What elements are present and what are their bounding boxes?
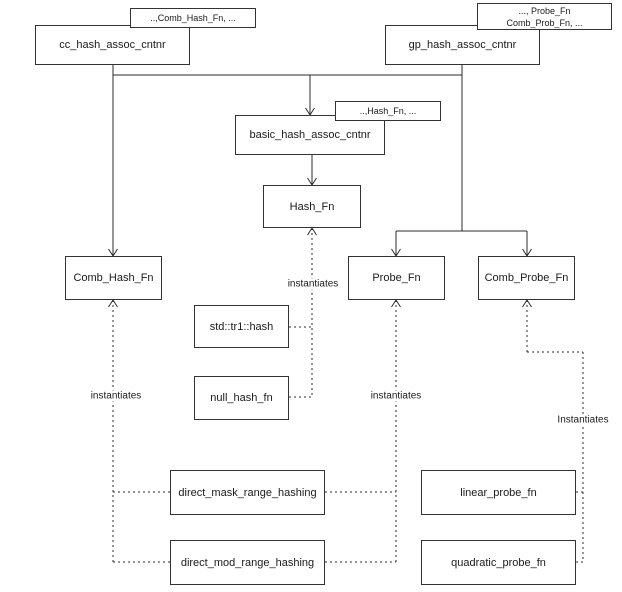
dotted-edges (112, 228, 584, 563)
tag-basic-params-text: ..,Hash_Fn, ... (359, 106, 417, 116)
tag-gp-params-line2: Comb_Prob_Fn, ... (506, 17, 583, 28)
arrowhead-probe-fn-bottom (391, 299, 401, 308)
arrowhead-comb-hash-fn-bottom (108, 299, 118, 308)
node-comb-probe-fn: Comb_Probe_Fn (478, 256, 575, 300)
node-quadratic-probe-fn: quadratic_probe_fn (421, 540, 576, 585)
node-basic-hash-assoc-cntnr: basic_hash_assoc_cntnr (235, 115, 385, 155)
node-gp-hash-assoc-cntnr: gp_hash_assoc_cntnr (385, 25, 540, 65)
node-comb-hash-fn: Comb_Hash_Fn (65, 256, 162, 300)
tag-cc-params-text: ..,Comb_Hash_Fn, ... (150, 13, 236, 23)
arrowhead-comb-probe-fn-bottom (522, 299, 532, 308)
label-comb-probe-fn-instantiates: Instantiates (554, 414, 612, 426)
node-probe-fn: Probe_Fn (348, 256, 445, 300)
node-linear-probe-fn: linear_probe_fn (421, 470, 576, 515)
arrowhead-hash-fn-bottom (307, 227, 317, 236)
node-direct-mod-range-hashing: direct_mod_range_hashing (170, 540, 325, 585)
label-comb-hash-fn-instantiates: instantiates (87, 390, 145, 402)
tag-basic-template-params: ..,Hash_Fn, ... (335, 101, 441, 121)
node-cc-hash-assoc-cntnr: cc_hash_assoc_cntnr (35, 25, 190, 65)
tag-cc-template-params: ..,Comb_Hash_Fn, ... (130, 8, 256, 28)
node-std-tr1-hash: std::tr1::hash (194, 305, 289, 348)
node-null-hash-fn: null_hash_fn (194, 376, 289, 420)
node-hash-fn: Hash_Fn (263, 185, 361, 228)
tag-gp-template-params: ..., Probe_Fn Comb_Prob_Fn, ... (477, 3, 612, 30)
label-probe-fn-instantiates: instantiates (367, 390, 425, 402)
node-direct-mask-range-hashing: direct_mask_range_hashing (170, 470, 325, 515)
tag-gp-params-line1: ..., Probe_Fn (518, 5, 571, 16)
label-hash-fn-instantiates: instantiates (284, 278, 342, 290)
dotted-arrowheads (108, 227, 532, 308)
